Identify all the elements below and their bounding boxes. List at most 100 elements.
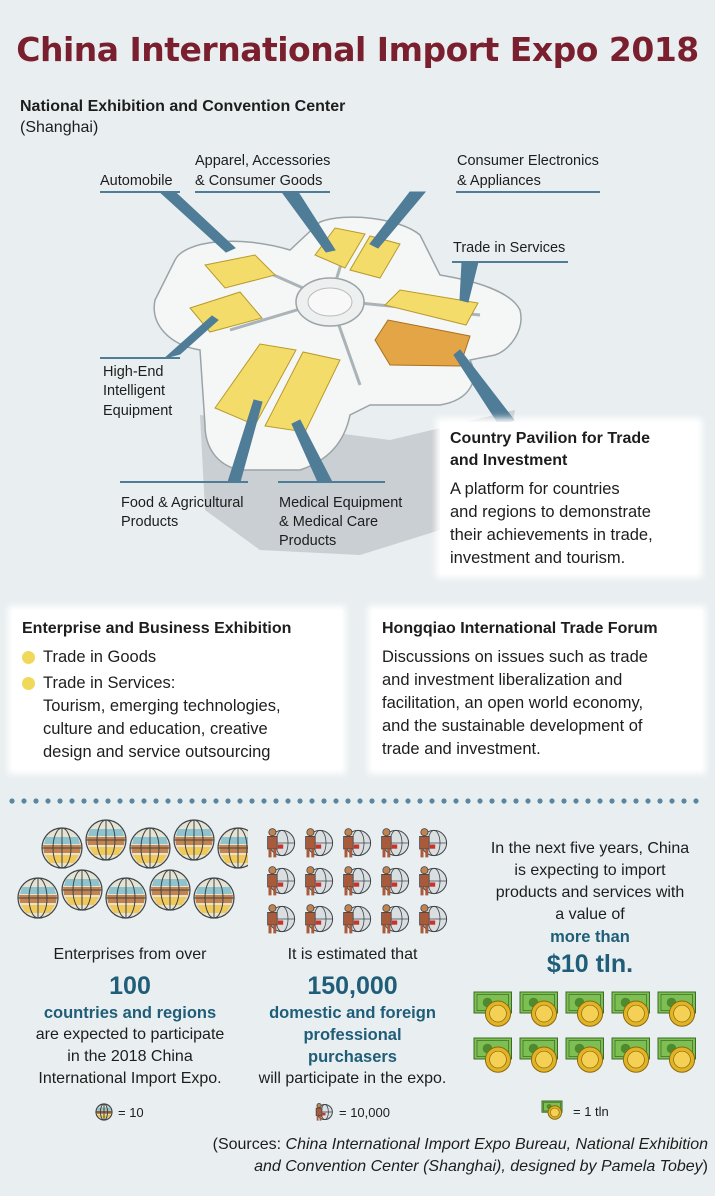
label-equipment-3: Equipment — [103, 403, 172, 419]
divider-dot — [453, 798, 459, 804]
divider-dot — [21, 798, 27, 804]
bullet-text: Trade in Goods — [43, 648, 157, 666]
money-icon — [473, 991, 512, 1027]
divider-dot — [657, 798, 663, 804]
money-icon-grid — [473, 991, 696, 1073]
purchaser-icon — [315, 1102, 333, 1121]
legend-money-text: = 1 tln — [573, 1103, 609, 1119]
source-suffix: ) — [702, 1158, 708, 1175]
purchaser-icon — [305, 904, 334, 934]
label-electronics-2: & Appliances — [457, 173, 541, 189]
forum-line: trade and investment. — [382, 740, 541, 758]
stat-countries-line: are expected to participate — [35, 1026, 225, 1043]
stat-purchasers: It is estimated that 150,000 domestic an… — [245, 944, 460, 1090]
divider-dot — [33, 798, 39, 804]
stat-imports-line: products and services with — [495, 884, 685, 901]
divider-dot — [645, 798, 651, 804]
globe-icon — [61, 869, 103, 911]
stat-imports-highlight: more than — [550, 928, 630, 946]
divider-dot — [345, 798, 351, 804]
money-icon — [519, 991, 558, 1027]
enterprise-title: Enterprise and Business Exhibition — [22, 620, 292, 637]
forum-line: Discussions on issues such as trade — [382, 648, 648, 666]
legend-globe-text: = 10 — [118, 1104, 144, 1120]
purchaser-icon — [381, 828, 410, 858]
bullet-line: Tourism, emerging technologies, — [43, 697, 281, 715]
divider-dot — [141, 798, 147, 804]
divider-dot — [501, 798, 507, 804]
divider-dot — [681, 798, 687, 804]
purchaser-icon — [419, 828, 448, 858]
stat-purchasers-intro: It is estimated that — [287, 946, 418, 963]
venue-city: (Shanghai) — [20, 119, 99, 136]
country-pavilion-title-1: Country Pavilion for Trade — [450, 430, 651, 447]
divider-dot — [537, 798, 543, 804]
source-note: (Sources: China International Import Exp… — [140, 1134, 708, 1178]
divider-dot — [669, 798, 675, 804]
hall-services — [384, 289, 479, 326]
stat-countries: Enterprises from over 100 countries and … — [10, 944, 250, 1090]
divider-dot — [177, 798, 183, 804]
label-equipment-2: Intelligent — [103, 383, 165, 399]
divider-dot — [369, 798, 375, 804]
label-food-1: Food & Agricultural — [121, 495, 244, 511]
bullet-trade-goods: Trade in Goods — [22, 646, 332, 669]
divider-dot — [525, 798, 531, 804]
money-icon — [611, 991, 650, 1027]
divider-dot — [609, 798, 615, 804]
legend-globe: = 10 — [94, 1102, 144, 1122]
forum-line: and investment liberalization and — [382, 671, 623, 689]
money-icon — [565, 1037, 604, 1073]
purchaser-icon — [305, 828, 334, 858]
hall-electronics — [349, 235, 401, 279]
purchaser-icon — [343, 904, 372, 934]
bullet-line: culture and education, creative — [43, 720, 268, 738]
page-title: China International Import Expo 2018 — [16, 30, 699, 69]
divider-dot — [561, 798, 567, 804]
stat-countries-intro: Enterprises from over — [53, 946, 207, 963]
label-medical-3: Products — [279, 533, 336, 549]
venue-name: National Exhibition and Convention Cente… — [20, 98, 346, 115]
globe-icon — [193, 877, 235, 919]
divider-dot — [573, 798, 579, 804]
divider-dot — [693, 798, 699, 804]
divider-dot — [213, 798, 219, 804]
legend-purchaser: = 10,000 — [313, 1102, 390, 1122]
money-icon — [541, 1100, 563, 1120]
stat-imports-line: a value of — [555, 906, 625, 923]
label-apparel-2: & Consumer Goods — [195, 173, 322, 189]
divider-dot — [105, 798, 111, 804]
divider-dot — [621, 798, 627, 804]
hall-medical — [264, 351, 341, 433]
label-medical-2: & Medical Care — [279, 514, 378, 530]
globe-icon — [217, 827, 248, 869]
venue-heading: National Exhibition and Convention Cente… — [20, 96, 345, 138]
country-pavilion-box: Country Pavilion for Trade and Investmen… — [440, 422, 698, 574]
divider-dot — [237, 798, 243, 804]
divider-dot — [357, 798, 363, 804]
leader-lines — [100, 191, 600, 483]
stat-purchasers-number: 150,000 — [307, 972, 398, 1000]
bullet-line: Trade in Services: — [43, 674, 176, 692]
label-automobile: Automobile — [100, 173, 173, 189]
divider-dot — [417, 798, 423, 804]
divider-dot — [9, 798, 15, 804]
globe-icon — [95, 1103, 113, 1121]
purchaser-icon — [419, 866, 448, 896]
money-icon — [565, 991, 604, 1027]
purchaser-icon — [343, 866, 372, 896]
globe-icon — [105, 877, 147, 919]
stat-countries-highlight: countries and regions — [43, 1004, 217, 1022]
bullet-dot — [22, 677, 35, 690]
stat-imports-line: In the next five years, China — [490, 840, 690, 857]
globe-icon — [85, 819, 127, 861]
label-services: Trade in Services — [453, 240, 565, 256]
purchaser-icon — [315, 1102, 333, 1121]
divider-dot — [465, 798, 471, 804]
stat-purchasers-highlight: domestic and foreign — [269, 1004, 436, 1022]
label-medical-1: Medical Equipment — [279, 495, 402, 511]
divider-dot — [249, 798, 255, 804]
bullet-trade-services: Trade in Services: Tourism, emerging tec… — [22, 672, 332, 764]
money-icon — [657, 1037, 696, 1073]
stat-purchasers-highlight: professional — [303, 1026, 402, 1044]
